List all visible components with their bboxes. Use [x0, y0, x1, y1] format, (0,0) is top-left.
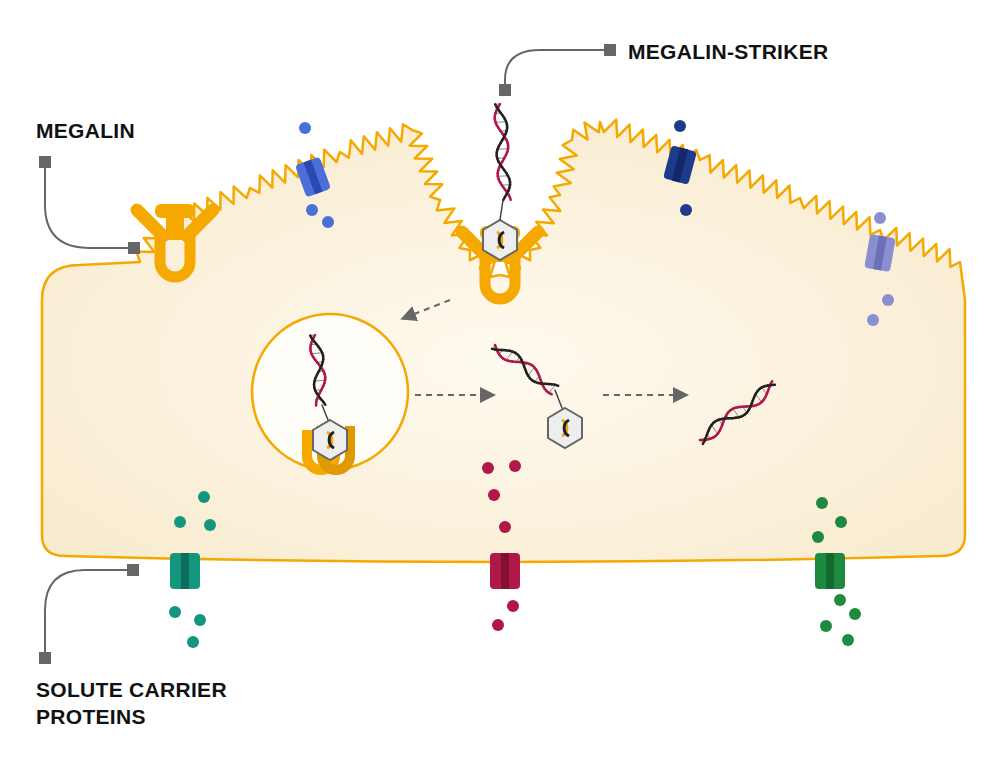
solute-carrier-crimson [482, 460, 521, 631]
helix-stroke [555, 390, 562, 408]
callout-label: SOLUTE CARRIER PROTEINS [36, 676, 256, 731]
helix-stroke [315, 403, 318, 406]
megalin-receptor [137, 204, 213, 277]
helix-stroke [771, 381, 773, 384]
callout-label: MEGALIN-STRIKER [628, 38, 928, 65]
helix-stroke [771, 384, 775, 387]
channel-blue [295, 122, 334, 228]
sirna-helices [310, 104, 775, 444]
helix-stroke [506, 352, 512, 361]
helix-stroke [311, 353, 322, 354]
helix-stroke [322, 405, 328, 420]
ligand-hexagon [548, 408, 582, 448]
helix-stroke [323, 402, 325, 405]
callout-label: MEGALIN [36, 117, 236, 144]
solute-carrier-teal [169, 491, 216, 648]
endosome [252, 314, 408, 470]
cell-membrane [42, 120, 965, 562]
helix-stroke [711, 425, 717, 434]
helix-stroke [500, 200, 503, 220]
ligand-hexagon [483, 220, 517, 260]
helix-stroke [549, 385, 555, 393]
trafficking-arrow [404, 300, 685, 395]
helix-stroke [528, 367, 534, 375]
channel-lavender [864, 212, 896, 326]
helix-stroke [733, 409, 739, 417]
helix-stroke [549, 393, 552, 394]
helix-stroke [510, 197, 511, 200]
solute-carrier-green [812, 497, 861, 646]
channel-navy [663, 120, 697, 216]
helix-stroke [495, 121, 506, 123]
helix-stroke [555, 384, 558, 387]
helix-stroke [756, 394, 762, 402]
ligand-hexagon [313, 420, 347, 460]
